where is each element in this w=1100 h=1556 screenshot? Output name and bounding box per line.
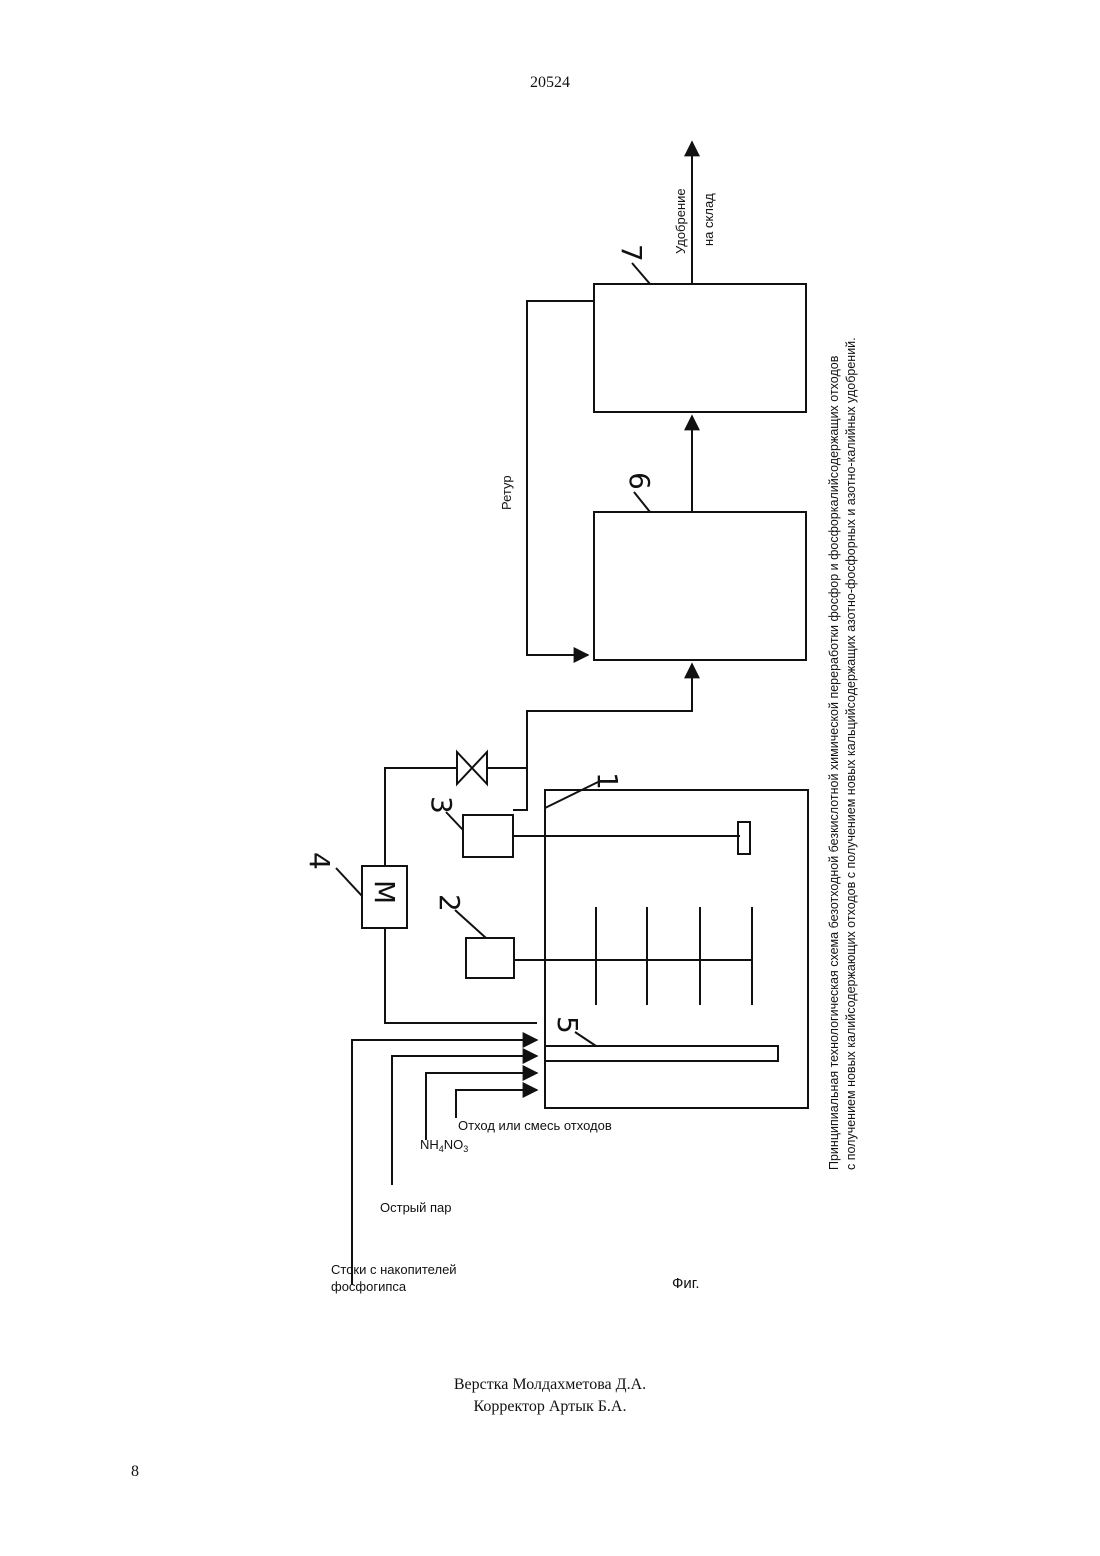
caption-line-1: Принципиальная технологическая схема без…: [827, 355, 841, 1170]
drain-label-line2: фосфогипса: [331, 1279, 407, 1294]
unit-number-5: 5: [551, 1016, 584, 1034]
leader-line-6: [634, 492, 650, 512]
leader-line-5: [575, 1032, 596, 1046]
device-3-sensor: [738, 822, 750, 854]
valve-icon: [457, 752, 487, 784]
fertilizer-label-line1: Удобрение: [673, 188, 688, 254]
corrector-credit: Корректор Артык Б.А.: [0, 1396, 1100, 1418]
drain-label-line1: Стоки с накопителей: [331, 1262, 457, 1277]
unit-6: [594, 512, 806, 660]
leader-line-2: [455, 910, 486, 938]
unit-number-3: 3: [425, 796, 458, 814]
unit-number-6: 6: [623, 472, 656, 490]
leader-line-3: [446, 812, 463, 830]
credits-block: Верстка Молдахметова Д.А. Корректор Арты…: [0, 1374, 1100, 1418]
device-3: [463, 815, 513, 857]
drive-2: [466, 938, 514, 978]
waste-label: Отход или смесь отходов: [458, 1118, 612, 1133]
fertilizer-label-line2: на склад: [701, 193, 716, 246]
tube-5: [545, 1046, 778, 1061]
leader-line-7: [632, 263, 650, 284]
layout-credit: Верстка Молдахметова Д.А.: [0, 1374, 1100, 1396]
figure-label: Фиг.: [672, 1275, 700, 1292]
page-number: 8: [131, 1463, 139, 1481]
inlet-drain-line: [352, 1040, 537, 1285]
motor-label: М: [368, 880, 401, 904]
unit-number-2: 2: [433, 894, 466, 912]
retur-label: Ретур: [499, 475, 514, 510]
caption-line-2: с получением новых калийсодержающих отхо…: [844, 337, 858, 1170]
unit-7: [594, 284, 806, 412]
steam-label: Острый пар: [380, 1200, 452, 1215]
unit-number-1: 1: [591, 772, 624, 790]
nh4no3-label: NH4NO3: [420, 1137, 468, 1154]
unit-number-4: 4: [303, 852, 336, 870]
leader-line-1: [545, 782, 598, 808]
retur-line: [527, 301, 594, 655]
leader-line-4: [336, 868, 362, 896]
inlet-waste-line: [456, 1090, 537, 1118]
unit-number-7: 7: [615, 244, 648, 262]
pump-discharge-line: [385, 768, 457, 866]
